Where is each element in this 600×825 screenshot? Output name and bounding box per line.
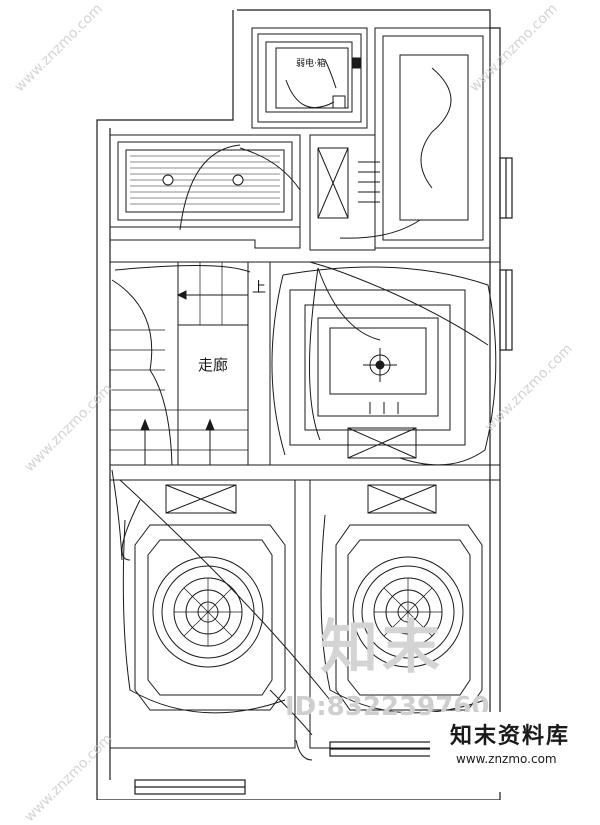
panel-label: 弱电·箱: [296, 57, 326, 69]
middle-utility-box: [309, 134, 380, 251]
bottom-left-room: [109, 479, 313, 749]
bottom-right-room: [119, 479, 491, 749]
top-utility-room: [251, 27, 368, 129]
top-left-balcony: [109, 134, 301, 249]
top-right-room: [339, 27, 491, 249]
corridor-label: 走廊: [198, 356, 228, 374]
znzmo-logo: 知末资料库 www.znzmo.com: [430, 712, 600, 792]
wiring-runs: [111, 261, 331, 761]
middle-hall: [269, 262, 497, 466]
logo-name: 知末资料库: [450, 724, 571, 749]
logo-url: www.znzmo.com: [456, 752, 557, 766]
stair-up-label: 上: [252, 280, 266, 296]
floor-plan-drawing: 弱电·箱 上 走廊: [96, 9, 513, 800]
